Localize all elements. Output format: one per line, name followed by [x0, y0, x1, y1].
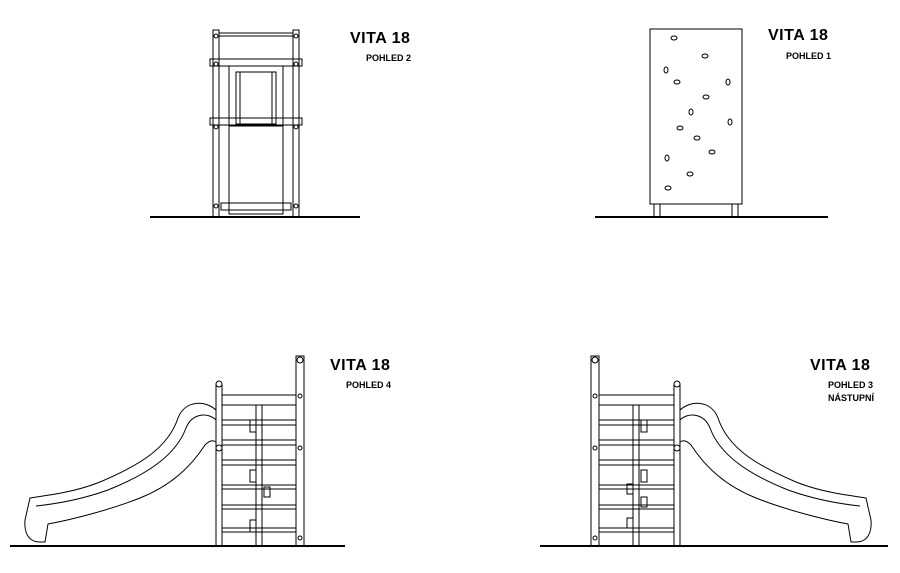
view-pohled-2: VITA 18 POHLED 2	[150, 29, 411, 218]
bolt	[673, 444, 681, 452]
bolt	[213, 203, 219, 209]
wall-leg-right	[731, 203, 739, 218]
view-title: VITA 18	[768, 27, 828, 44]
view-subtitle: POHLED 1	[786, 51, 831, 61]
climbing-wall-panel	[649, 28, 743, 205]
bolt	[215, 380, 223, 388]
window-frame	[235, 71, 277, 125]
right-post	[292, 29, 300, 218]
slide	[679, 402, 872, 543]
bolt	[293, 124, 299, 130]
view-subtitle: POHLED 2	[366, 53, 411, 63]
bolt	[592, 393, 598, 399]
inner-panel	[228, 65, 284, 215]
slide	[24, 402, 217, 543]
view-subtitle: POHLED 4	[346, 380, 391, 390]
view-pohled-4: VITA 18 POHLED 4	[10, 355, 391, 547]
view-title: VITA 18	[810, 357, 870, 374]
bolt	[296, 356, 304, 364]
bottom-beam	[220, 202, 292, 211]
bolt	[592, 445, 598, 451]
bolt	[213, 33, 219, 39]
bolt	[297, 445, 303, 451]
tower-post-right	[673, 383, 681, 547]
view-subtitle: POHLED 3	[828, 380, 873, 390]
middle-beam	[209, 117, 303, 126]
bolt	[297, 535, 303, 541]
bolt	[297, 393, 303, 399]
climbing-holds	[663, 35, 733, 191]
bolt	[673, 380, 681, 388]
bolt	[293, 61, 299, 67]
view-title: VITA 18	[330, 357, 390, 374]
upper-beam	[209, 58, 303, 67]
tower-post-right	[295, 355, 305, 547]
bolt	[213, 124, 219, 130]
view-pohled-1: VITA 18 POHLED 1	[595, 27, 831, 218]
view-subtitle-2: NÁSTUPNÍ	[828, 393, 875, 403]
tower-post-left	[215, 383, 223, 547]
tower-post-left	[590, 355, 600, 547]
left-post	[212, 29, 220, 218]
bolt	[592, 535, 598, 541]
wall-leg-left	[653, 203, 661, 218]
view-title: VITA 18	[350, 30, 410, 47]
bolt	[591, 356, 599, 364]
bolt	[293, 203, 299, 209]
top-panel	[218, 32, 294, 60]
bolt	[213, 61, 219, 67]
bolt	[215, 444, 223, 452]
bolt	[293, 33, 299, 39]
view-pohled-3: VITA 18 POHLED 3 NÁSTUPNÍ	[540, 355, 888, 547]
